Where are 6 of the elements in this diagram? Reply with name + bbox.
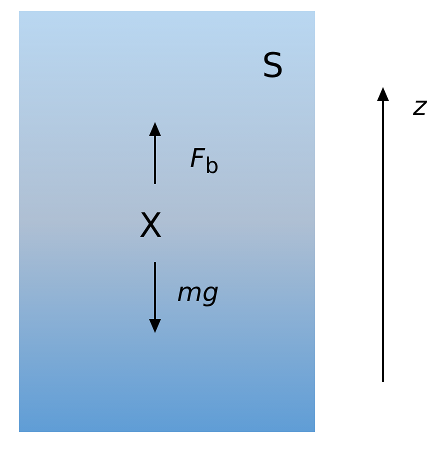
particle-label: X [139, 209, 162, 243]
region-label: S [262, 49, 284, 83]
fluid-column [19, 11, 315, 432]
force-label: F$_{b}$ [190, 146, 219, 178]
force-label: mg [177, 280, 219, 306]
axis-label: z [413, 94, 427, 120]
